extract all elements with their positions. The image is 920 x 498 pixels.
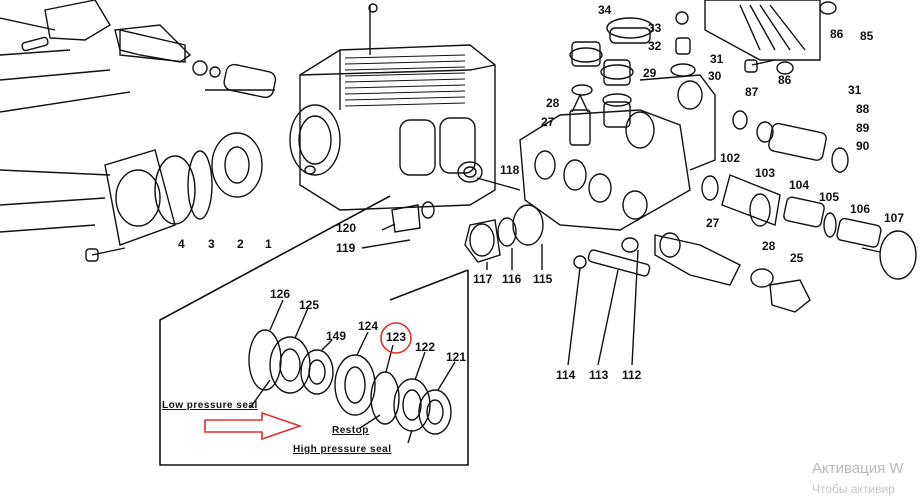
part-label-107: 107 [884,211,905,225]
leader-line [476,177,521,191]
seal-122 [393,378,431,432]
part-label-28b: 28 [762,239,776,253]
red-arrow [204,411,303,441]
part-label-113: 113 [589,368,609,382]
high-pressure-seal-label: High pressure seal [293,444,392,455]
part-label-86a: 86 [830,27,844,41]
bracket-part [44,0,111,41]
inset-frame [159,195,469,466]
part-label-116: 116 [502,272,522,286]
part-label-27b: 27 [706,216,720,230]
restop-label: Restop [332,425,369,436]
part-label-90: 90 [856,139,870,153]
part-label-114: 114 [556,368,576,382]
part-label-124: 124 [358,319,379,333]
seal-149 [300,349,334,395]
part-label-29: 29 [643,66,657,80]
part-label-2: 2 [237,237,244,251]
part-label-115: 115 [533,272,553,286]
activation-watermark-subtitle: Чтобы активир [812,482,895,496]
part-label-119: 119 [336,241,356,255]
part-label-103: 103 [755,166,776,180]
activation-watermark-title: Активация W [812,460,904,477]
part-label-31a: 31 [710,52,724,66]
part-label-102: 102 [720,151,741,165]
seal-124 [334,354,376,416]
part-label-33: 33 [648,21,662,35]
part-label-105: 105 [819,190,840,204]
part-label-126: 126 [270,287,291,301]
part-label-28a: 28 [546,96,560,110]
part-label-149: 149 [326,329,347,343]
part-label-3: 3 [208,237,215,251]
part-label-34: 34 [598,3,612,17]
part-label-87: 87 [745,85,759,99]
part-label-30: 30 [708,69,722,83]
part-label-88: 88 [856,102,870,116]
seal-126 [248,329,282,391]
rear-cover [104,149,176,246]
low-pressure-seal-label: Low pressure seal [162,400,258,411]
crankcase [299,44,496,211]
part-label-122: 122 [415,340,436,354]
part-label-1: 1 [265,237,272,251]
part-label-121: 121 [446,350,467,364]
part-label-106: 106 [850,202,871,216]
part-label-27a: 27 [541,115,555,129]
part-label-25: 25 [790,251,804,265]
part-label-120: 120 [336,221,357,235]
part-label-125: 125 [299,298,320,312]
highlight-circle [380,322,412,354]
restop-123 [370,371,400,425]
part-label-118: 118 [500,163,520,177]
part-label-31b: 31 [848,83,862,97]
part-label-112: 112 [622,368,642,382]
part-label-89: 89 [856,121,870,135]
leader-line [0,17,56,31]
part-label-117: 117 [473,272,493,286]
part-label-32: 32 [648,39,662,53]
part-label-104: 104 [789,178,810,192]
part-label-123: 123 [386,330,407,344]
part-label-85: 85 [860,29,874,43]
part-label-86b: 86 [778,73,792,87]
part-label-4: 4 [178,237,185,251]
seal-121 [418,389,452,435]
